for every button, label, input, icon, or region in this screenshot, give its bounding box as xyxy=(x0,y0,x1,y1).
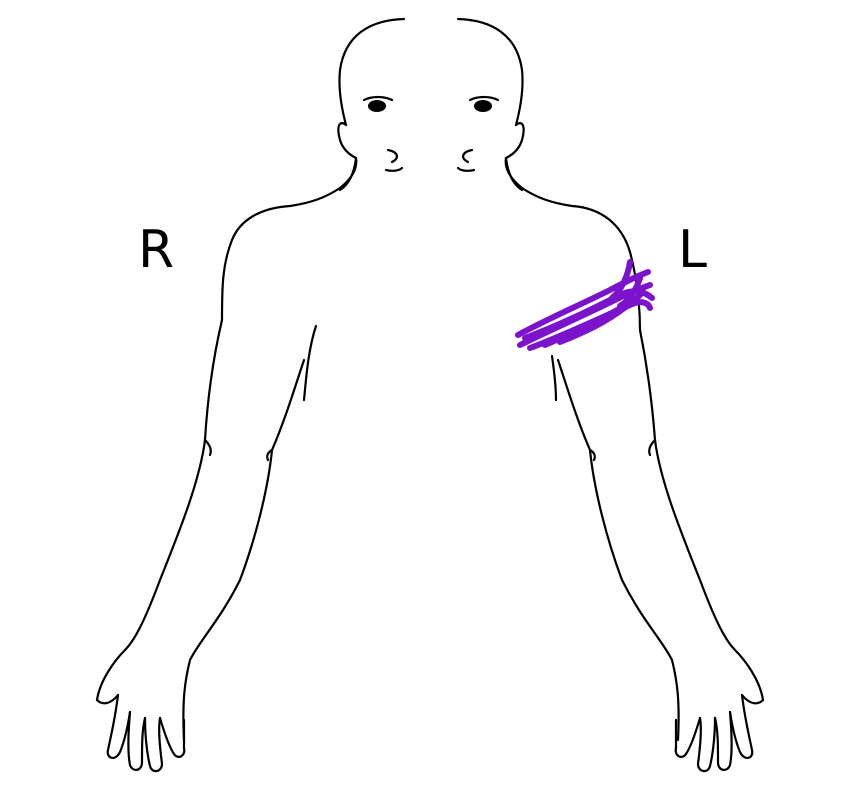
mouth-left xyxy=(456,166,476,172)
eyelid-left xyxy=(468,95,500,102)
right-finger-4 xyxy=(158,716,186,758)
head-right-outline xyxy=(456,17,657,442)
left-finger-1 xyxy=(728,693,754,759)
right-finger-2 xyxy=(127,710,147,771)
eye-left-icon xyxy=(474,100,492,112)
left-arm-inner xyxy=(556,358,680,742)
side-label-left: L xyxy=(678,220,707,280)
eye-right-icon xyxy=(368,100,386,112)
left-finger-4 xyxy=(674,716,702,758)
side-label-right: R xyxy=(138,220,175,280)
left-elbow xyxy=(648,438,657,457)
neck-right xyxy=(338,156,358,192)
right-armpit-line xyxy=(302,324,318,402)
head-left-outline xyxy=(203,17,406,442)
left-armpit-line xyxy=(550,354,558,402)
left-finger-3 xyxy=(696,716,717,773)
right-elbow-inner xyxy=(266,448,274,462)
neck-left xyxy=(504,156,524,192)
right-finger-3 xyxy=(143,716,164,773)
marked-area xyxy=(515,259,655,351)
left-thumb xyxy=(740,693,765,705)
right-elbow xyxy=(203,438,212,457)
right-thumb xyxy=(95,693,120,705)
eyelid-right xyxy=(362,95,394,102)
right-arm-inner xyxy=(182,358,306,742)
right-finger-1 xyxy=(106,693,132,759)
nose-right xyxy=(386,148,398,164)
left-arm-outer xyxy=(653,438,765,702)
mouth-right xyxy=(384,166,404,172)
right-arm-outer xyxy=(95,438,207,702)
left-elbow-inner xyxy=(588,448,596,462)
left-finger-2 xyxy=(713,710,733,771)
nose-left xyxy=(462,148,474,164)
